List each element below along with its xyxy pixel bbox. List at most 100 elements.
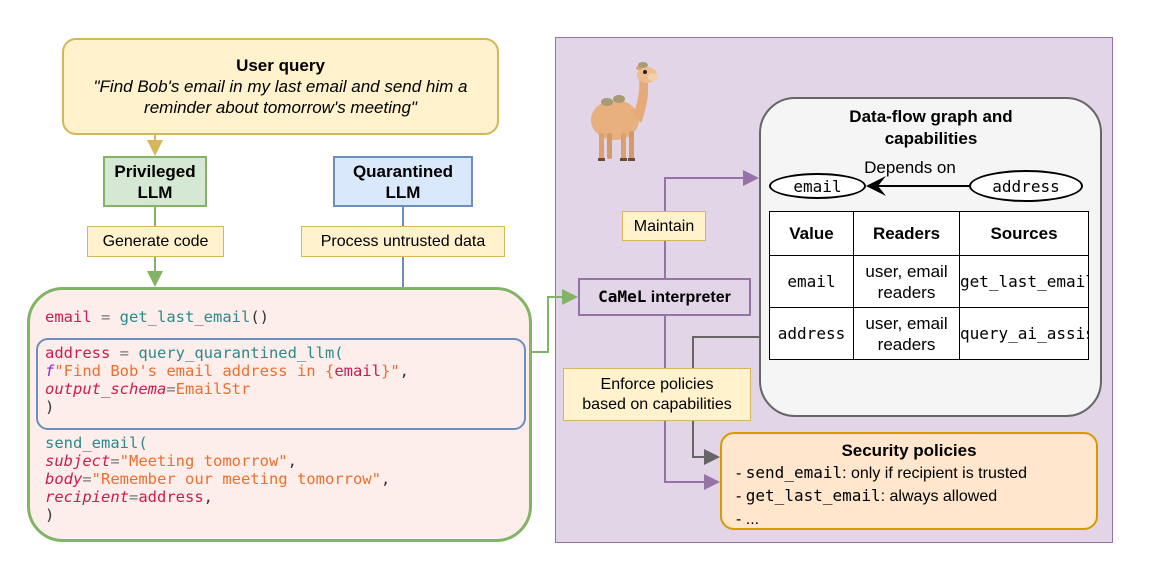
code-line-10: ) — [45, 506, 54, 524]
quarantined-call-box — [36, 338, 526, 430]
table-header-sources: Sources — [959, 211, 1089, 256]
code-punct: , — [399, 362, 410, 380]
code-var: address — [45, 344, 111, 362]
quarantined-llm-box: Quarantined LLM — [333, 156, 473, 207]
code-punct: , — [287, 452, 297, 470]
code-op: = — [129, 488, 139, 506]
email-node: email — [769, 173, 866, 199]
code-brace: } — [380, 362, 391, 380]
address-node: address — [969, 170, 1083, 202]
policy-desc: ... — [745, 511, 760, 528]
dataflow-title-line-2: capabilities — [884, 129, 978, 148]
code-line-5: ) — [45, 398, 54, 416]
table-cell-sources: query_ai_assistant — [959, 307, 1089, 360]
policy-desc: : only if recipient is trusted — [842, 465, 1028, 482]
code-line-4: output_schema=EmailStr — [45, 380, 250, 398]
interpreter-to-dfg-arrow-inner — [664, 170, 759, 278]
policy-item: - ... — [722, 508, 1096, 531]
table-cell-sources: get_last_email — [959, 255, 1089, 308]
policy-tool: send_email — [745, 463, 843, 482]
security-policies-box: Security policies - send_email: only if … — [720, 432, 1098, 530]
privileged-llm-box: Privileged LLM — [103, 156, 207, 207]
code-kwarg: body — [45, 470, 83, 488]
generate-code-label: Generate code — [87, 226, 224, 257]
code-punct: , — [380, 470, 391, 488]
readers-line-2: readers — [877, 334, 936, 354]
code-punct: , — [203, 488, 214, 506]
enforce-policies-label: Enforce policies based on capabilities — [563, 368, 751, 421]
policy-bullet: - — [736, 465, 746, 482]
code-punct: ) — [45, 398, 55, 416]
code-string: "Remember our meeting tomorrow" — [91, 470, 381, 488]
code-op: = — [82, 470, 92, 488]
table-header-row: Value Readers Sources — [769, 211, 1089, 256]
code-string: "Meeting tomorrow" — [119, 452, 288, 470]
code-var: email — [334, 362, 381, 380]
code-line-1: email = get_last_email() — [45, 308, 269, 326]
code-fn: get_last_email — [119, 308, 251, 326]
depends-on-label: Depends on — [864, 158, 956, 177]
camel-mascot-image — [591, 62, 658, 161]
code-line-8: body="Remember our meeting tomorrow", — [45, 470, 390, 488]
code-var: email — [45, 308, 92, 326]
code-punct: ( — [138, 434, 148, 452]
code-op: = — [110, 452, 120, 470]
process-untrusted-label: Process untrusted data — [301, 226, 505, 257]
dataflow-title-line-1: Data-flow graph and — [849, 107, 1013, 126]
code-line-6: send_email( — [45, 434, 148, 452]
interpreter-name-rest: interpreter — [646, 289, 731, 306]
enforce-label-line-2: based on capabilities — [582, 395, 732, 413]
code-line-7: subject="Meeting tomorrow", — [45, 452, 297, 470]
code-kwarg: subject — [45, 452, 111, 470]
policy-tool: get_last_email — [745, 486, 881, 505]
readers-line-1: user, email — [865, 261, 948, 281]
code-punct: () — [250, 308, 269, 326]
policy-bullet: - — [736, 488, 746, 505]
privileged-llm-label-2: LLM — [137, 182, 173, 202]
code-op: = — [110, 344, 139, 362]
table-header-value: Value — [769, 211, 854, 256]
policy-item: - get_last_email: always allowed — [722, 485, 1096, 508]
security-policies-title: Security policies — [841, 441, 977, 460]
code-kwarg: output_schema — [45, 380, 167, 398]
code-string: "Find Bob's email address in — [54, 362, 325, 380]
enforce-label-line-1: Enforce policies — [600, 375, 714, 393]
policy-bullet: - — [736, 511, 746, 528]
code-op: = — [91, 308, 120, 326]
code-op: = — [166, 380, 176, 398]
table-header-readers: Readers — [853, 211, 960, 256]
maintain-label: Maintain — [622, 211, 706, 241]
code-brace: { — [324, 362, 335, 380]
policy-item: - send_email: only if recipient is trust… — [722, 462, 1096, 485]
user-query-title: User query — [236, 56, 325, 75]
quarantined-llm-label-1: Quarantined — [352, 161, 454, 181]
code-fn: send_email — [45, 434, 139, 452]
code-fn: query_quarantined_llm — [138, 344, 335, 362]
privileged-llm-label-1: Privileged — [114, 161, 196, 181]
code-line-2: address = query_quarantined_llm( — [45, 344, 344, 362]
camel-interpreter-box: CaMeL interpreter — [578, 278, 751, 316]
policy-desc: : always allowed — [880, 488, 998, 505]
code-line-3: f"Find Bob's email address in {email}", — [45, 362, 409, 380]
code-fstring-prefix: f — [45, 362, 55, 380]
code-string: " — [390, 362, 400, 380]
readers-line-1: user, email — [865, 313, 948, 333]
quarantined-llm-label-2: LLM — [385, 182, 421, 202]
code-value: EmailStr — [175, 380, 251, 398]
user-query-box: User query "Find Bob's email in my last … — [62, 38, 499, 135]
interpreter-name-mono: CaMeL — [598, 287, 647, 306]
readers-line-2: readers — [877, 282, 936, 302]
code-kwarg: recipient — [45, 488, 129, 506]
code-punct: ( — [334, 344, 344, 362]
table-cell-value: address — [769, 307, 854, 360]
code-var: address — [138, 488, 204, 506]
generated-code-box — [27, 287, 532, 542]
code-punct: ) — [45, 506, 55, 524]
table-cell-value: email — [769, 255, 854, 308]
